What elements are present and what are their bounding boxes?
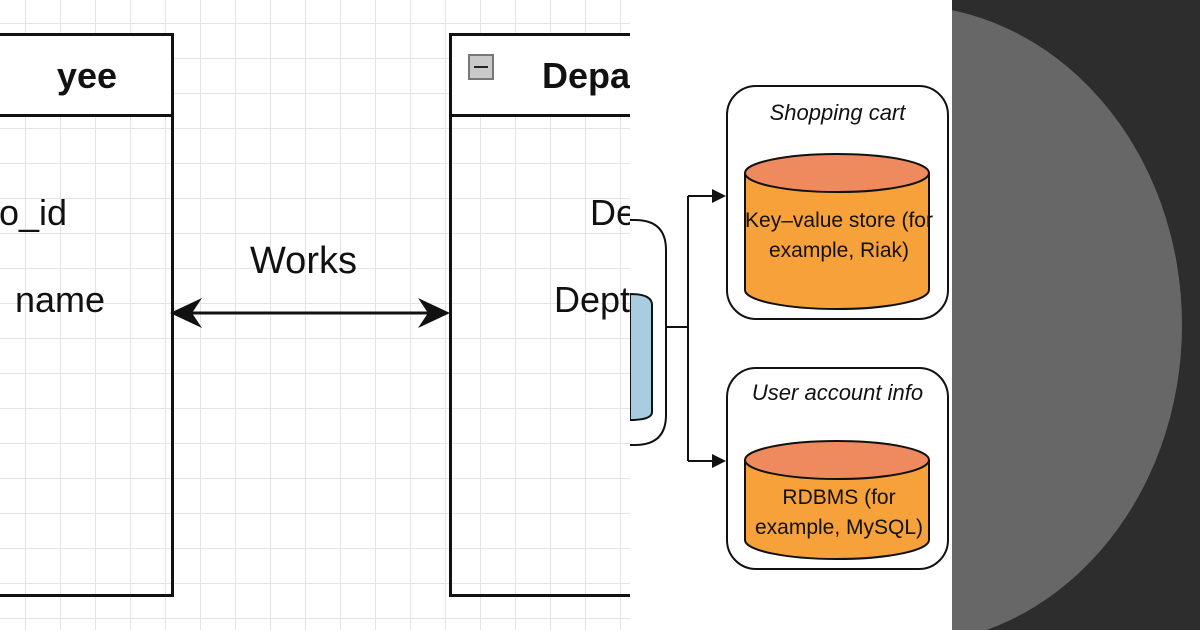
architecture-diagram-panel: Shopping cart User account info Key–valu… — [630, 0, 952, 630]
architecture-connectors — [630, 189, 726, 468]
relationship-label: Works — [250, 240, 357, 282]
rdbms-cylinder — [744, 440, 930, 560]
arrow-to-account-icon — [712, 454, 726, 468]
department-entity-title: Depa — [542, 55, 630, 96]
department-entity-header: Depa — [452, 36, 630, 117]
employee-entity-title: yee — [56, 55, 117, 96]
department-attribute-2: Dept — [554, 279, 630, 320]
user-account-title: User account info — [751, 380, 924, 405]
department-attribute-1: De — [590, 192, 630, 233]
source-group-outline — [630, 219, 667, 446]
slide-circle-decoration — [952, 5, 1182, 630]
er-diagram-panel: yee o_id name Depa De Dept Works — [0, 0, 630, 630]
slide-panel — [952, 0, 1200, 630]
key-value-store-cylinder — [744, 153, 930, 310]
collapse-icon[interactable] — [468, 54, 494, 80]
rdbms-label: RDBMS (for example, MySQL) — [754, 486, 924, 539]
database-cylinders — [744, 153, 930, 560]
employee-entity-header: yee — [0, 36, 171, 117]
employee-attribute-id: o_id — [0, 192, 67, 233]
employee-attribute-name: name — [14, 279, 105, 320]
arrow-to-cart-icon — [712, 189, 726, 203]
key-value-store-label: Key–value store (for example, Riak) — [745, 209, 933, 262]
employee-entity: yee o_id name — [0, 33, 174, 597]
department-entity: Depa De Dept — [449, 33, 630, 597]
source-database-shape — [630, 292, 653, 422]
relationship-arrow — [170, 298, 450, 328]
shopping-cart-title: Shopping cart — [769, 100, 906, 125]
